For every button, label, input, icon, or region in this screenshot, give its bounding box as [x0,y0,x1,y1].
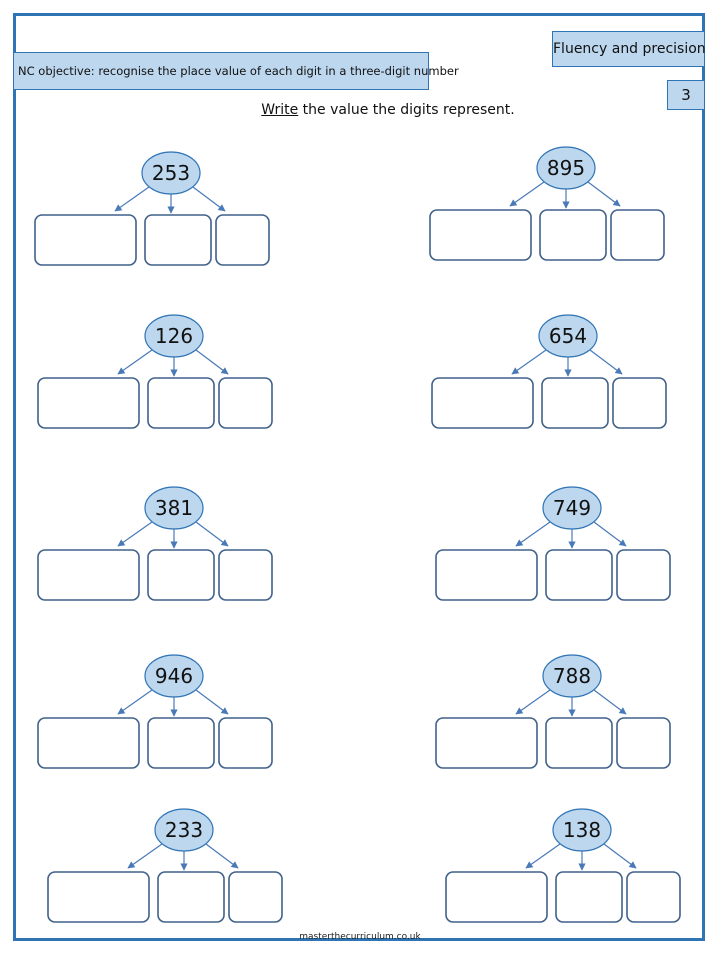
arrow-hundreds [509,181,545,207]
arrow-ones [192,186,226,212]
hundreds-answer-box [435,549,538,601]
arrow-hundreds [117,349,153,375]
three-digit-number: 253 [152,161,190,185]
number-bubble [141,151,201,195]
three-digit-number: 138 [563,818,601,842]
instruction-text: the value the digits represent. [298,102,515,118]
arrow-ones [195,521,229,547]
ones-answer-box [616,549,671,601]
tens-answer-box [147,717,215,769]
tens-answer-box [147,377,215,429]
page-number: 3 [667,80,705,110]
page-border [13,13,705,941]
three-digit-number: 895 [547,156,585,180]
three-digit-number: 749 [553,496,591,520]
hundreds-answer-box [37,549,140,601]
arrow-hundreds [114,186,150,212]
tens-answer-box [555,871,623,923]
ones-answer-box [218,549,273,601]
instruction: Write the value the digits represent. [0,102,720,118]
arrow-ones [589,349,623,375]
hundreds-answer-box [445,871,548,923]
footer-url: masterthecurriculum.co.uk [299,932,421,942]
arrow-hundreds [117,521,153,547]
ones-answer-box [616,717,671,769]
ones-answer-box [218,717,273,769]
tens-answer-box [545,549,613,601]
number-bubble [144,486,204,530]
three-digit-number: 654 [549,324,587,348]
three-digit-number: 233 [165,818,203,842]
arrow-hundreds [515,521,551,547]
number-bubble [154,808,214,852]
arrow-hundreds [525,843,561,869]
tens-answer-box [545,717,613,769]
three-digit-number: 126 [155,324,193,348]
hundreds-answer-box [37,377,140,429]
tens-answer-box [144,214,212,266]
arrow-ones [195,689,229,715]
arrow-ones [205,843,239,869]
hundreds-answer-box [47,871,150,923]
hundreds-answer-box [37,717,140,769]
ones-answer-box [228,871,283,923]
three-digit-number: 946 [155,664,193,688]
number-bubble [536,146,596,190]
number-bubble [144,654,204,698]
number-bubble [542,486,602,530]
number-bubble [542,654,602,698]
strand-label: Fluency and precision [552,31,706,67]
number-bubble [144,314,204,358]
arrow-hundreds [511,349,547,375]
instruction-underlined: Write [261,102,299,118]
arrow-ones [593,521,627,547]
hundreds-answer-box [429,209,532,261]
arrow-hundreds [117,689,153,715]
tens-answer-box [147,549,215,601]
tens-answer-box [157,871,225,923]
hundreds-answer-box [431,377,534,429]
ones-answer-box [612,377,667,429]
number-bubble [552,808,612,852]
arrow-ones [587,181,621,207]
arrow-ones [603,843,637,869]
arrow-hundreds [127,843,163,869]
three-digit-number: 381 [155,496,193,520]
ones-answer-box [215,214,270,266]
hundreds-answer-box [34,214,137,266]
arrow-ones [593,689,627,715]
ones-answer-box [626,871,681,923]
arrow-hundreds [515,689,551,715]
tens-answer-box [541,377,609,429]
ones-answer-box [610,209,665,261]
arrow-ones [195,349,229,375]
hundreds-answer-box [435,717,538,769]
objective-label: NC objective: recognise the place value … [13,52,459,90]
number-bubble [538,314,598,358]
ones-answer-box [218,377,273,429]
tens-answer-box [539,209,607,261]
three-digit-number: 788 [553,664,591,688]
